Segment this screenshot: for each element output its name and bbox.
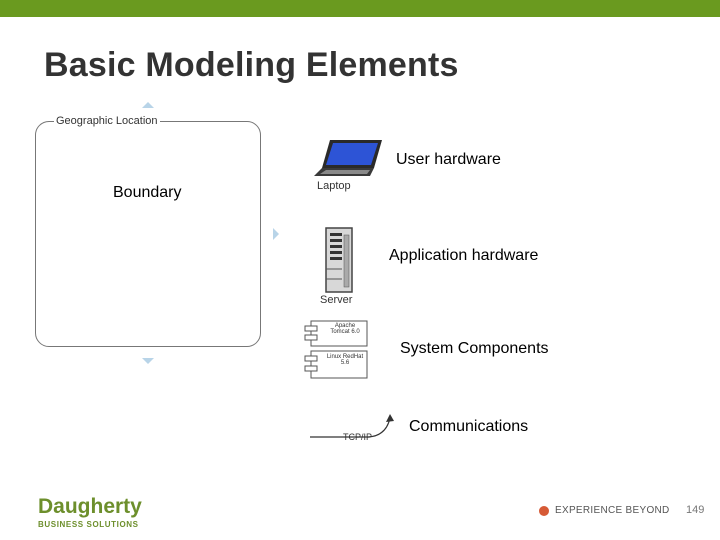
- laptop-caption: Laptop: [317, 180, 351, 192]
- communication-caption: TCP/IP: [343, 432, 373, 442]
- daugherty-logo-sub: BUSINESS SOLUTIONS: [38, 520, 139, 529]
- slide-title: Basic Modeling Elements: [44, 46, 459, 84]
- system-components-label: System Components: [400, 340, 549, 357]
- experience-beyond-tagline: EXPERIENCE BEYOND: [555, 505, 670, 516]
- boundary-label: Boundary: [113, 184, 182, 201]
- daugherty-logo: Daugherty: [38, 495, 142, 518]
- laptop-icon: [314, 140, 382, 176]
- component-caption-2: Linux RedHat 5.6: [326, 354, 364, 366]
- experience-beyond-dot-icon: [539, 506, 549, 516]
- boundary-box[interactable]: [35, 121, 261, 347]
- resize-handle-right-icon[interactable]: [273, 228, 279, 240]
- resize-handle-bottom-icon[interactable]: [142, 358, 154, 364]
- resize-handle-top-icon[interactable]: [142, 102, 154, 108]
- application-hardware-label: Application hardware: [389, 247, 539, 264]
- server-icon: [325, 227, 353, 293]
- server-caption: Server: [320, 294, 353, 306]
- component-caption-1: Apache Tomcat 6.0: [330, 323, 360, 335]
- component-icon: [304, 320, 368, 379]
- communication-arrow-icon: [310, 414, 394, 438]
- geographic-location-label: Geographic Location: [54, 115, 160, 127]
- user-hardware-label: User hardware: [396, 151, 501, 168]
- top-accent-bar: [0, 0, 720, 17]
- page-number: 149: [686, 504, 705, 516]
- communications-label: Communications: [409, 418, 529, 435]
